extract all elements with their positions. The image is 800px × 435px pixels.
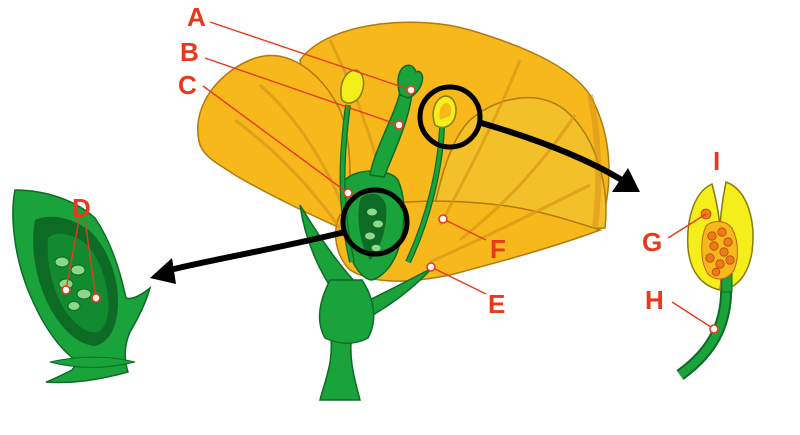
arrow-to-ovary-detail xyxy=(150,229,346,284)
label-B: B xyxy=(180,37,199,67)
sepal-left xyxy=(299,204,356,302)
leader-E xyxy=(426,262,487,295)
petal-vein xyxy=(459,114,577,242)
leader-A xyxy=(209,21,416,95)
petal-vein xyxy=(234,118,347,236)
label-H: H xyxy=(645,285,664,315)
label-A: A xyxy=(187,2,206,32)
anther-detail xyxy=(676,180,754,380)
label-I: I xyxy=(713,146,720,176)
label-C: C xyxy=(178,70,197,100)
arrow-to-anther-detail xyxy=(477,119,640,192)
leader-G xyxy=(667,213,707,239)
anther-detail-filament-inner xyxy=(677,281,731,379)
zoom-circle-anther xyxy=(417,84,483,150)
leader-D xyxy=(61,219,101,303)
leader-C xyxy=(202,85,353,198)
petal-vein xyxy=(429,183,591,264)
leader-F xyxy=(438,214,487,241)
leader-H xyxy=(671,301,719,334)
zoom-circle-ovary xyxy=(340,187,410,257)
anther-left xyxy=(340,69,365,104)
label-G: G xyxy=(642,227,662,257)
stalk xyxy=(319,329,361,401)
label-D: D xyxy=(72,193,91,223)
ovules xyxy=(365,208,383,252)
leader-B xyxy=(204,57,404,130)
petal-left xyxy=(197,54,351,232)
ovary-interior xyxy=(358,193,387,260)
stamen-filament-right-inner xyxy=(406,127,444,263)
petal-vein xyxy=(438,59,522,226)
ovary-detail-ovules xyxy=(54,256,92,311)
pollen-grains xyxy=(705,227,735,277)
label-F: F xyxy=(490,234,506,264)
ovary-detail xyxy=(12,189,152,384)
pistil-stigma xyxy=(397,64,424,99)
label-E: E xyxy=(488,289,505,319)
anther-right-inner xyxy=(439,103,451,120)
ovary-detail-sepal xyxy=(49,356,136,368)
receptacle xyxy=(318,279,375,344)
